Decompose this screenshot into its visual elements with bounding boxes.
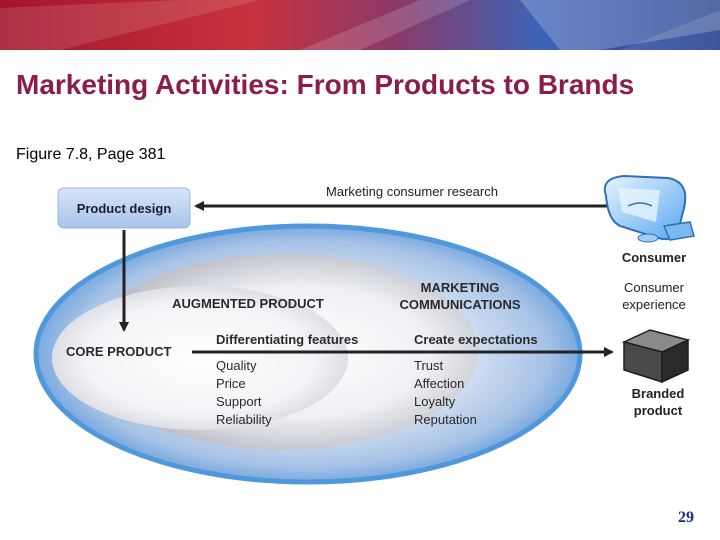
research-label: Marketing consumer research — [326, 184, 498, 199]
product-design-box — [57, 187, 191, 229]
page-number: 29 — [678, 509, 694, 526]
imac-computer-icon — [603, 174, 695, 243]
expectation-item-affection: Affection — [414, 376, 464, 391]
marketing-communications-line2: COMMUNICATIONS — [399, 297, 520, 312]
consumer-experience-line2: experience — [622, 297, 686, 312]
feature-item-reliability: Reliability — [216, 412, 272, 427]
slide-title: Marketing Activities: From Products to B… — [16, 69, 635, 100]
marketing-communications-line1: MARKETING — [421, 280, 500, 295]
create-expectations-label: Create expectations — [414, 332, 538, 347]
expectation-item-reputation: Reputation — [414, 412, 477, 427]
expectation-item-loyalty: Loyalty — [414, 394, 456, 409]
augmented-product-label: AUGMENTED PRODUCT — [172, 296, 324, 311]
cube-icon — [621, 329, 691, 384]
header-banner — [0, 0, 720, 50]
branded-product-line1: Branded — [632, 386, 685, 401]
consumer-experience-line1: Consumer — [624, 280, 685, 295]
branded-product-line2: product — [634, 403, 683, 418]
banner-graphic — [0, 0, 720, 50]
feature-item-price: Price — [216, 376, 246, 391]
differentiating-features-label: Differentiating features — [216, 332, 358, 347]
core-product-label: CORE PRODUCT — [66, 344, 172, 359]
product-design-label: Product design — [77, 201, 172, 216]
consumer-label: Consumer — [622, 250, 686, 265]
feature-item-support: Support — [216, 394, 262, 409]
expectation-item-trust: Trust — [414, 358, 444, 373]
figure-reference: Figure 7.8, Page 381 — [16, 146, 166, 163]
feature-item-quality: Quality — [216, 358, 257, 373]
